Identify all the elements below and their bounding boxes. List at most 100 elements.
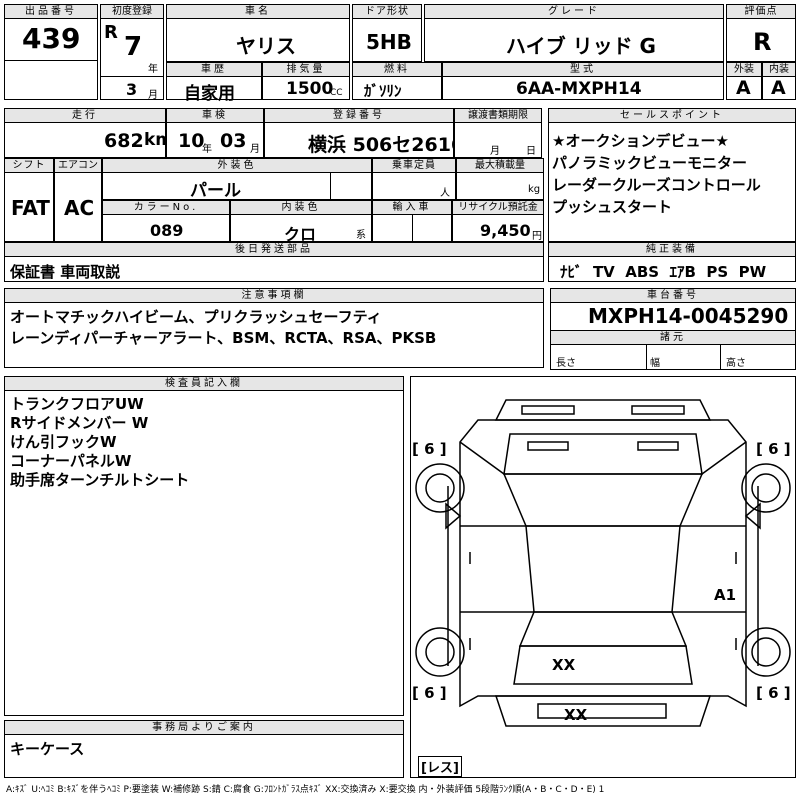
first-reg-era: R [104, 22, 118, 43]
office-label: 事務局よりご案内 [4, 720, 404, 735]
inspector-line-4: コーナーパネルW [10, 452, 132, 470]
max-load-label: 最大積載量 [456, 158, 544, 173]
front-grille-2 [631, 405, 685, 415]
lot-number: 439 [22, 22, 81, 55]
later-parts: 保証書 車両取説 [10, 263, 121, 281]
sales-points-box [548, 108, 796, 242]
recycle-fee: 9,450 [480, 221, 531, 240]
interior-label: 内装 [762, 62, 796, 77]
lot-divider [4, 60, 98, 61]
windshield [502, 473, 704, 527]
first-reg-year-unit: 年 [148, 64, 158, 75]
first-reg-month-unit: 月 [148, 90, 158, 101]
ext-color: パール [190, 181, 241, 201]
first-reg-box [100, 4, 164, 100]
inspector-line-5: 助手席ターンチルトシート [10, 471, 190, 489]
aircon-label: エアコン [54, 158, 102, 173]
inspector-label: 検査員記入欄 [4, 376, 404, 391]
model: 6AA-MXPH14 [516, 79, 642, 99]
grade-label: グレード [424, 4, 724, 19]
inspection-month-unit: 月 [250, 144, 260, 155]
import-divider [412, 215, 413, 242]
first-reg-label: 初度登録 [100, 4, 164, 19]
tire-fr-tread: [ 6 ] [756, 440, 791, 458]
ext-color-divider [330, 173, 331, 200]
displacement-label: 排気量 [262, 62, 350, 77]
sales-point-3: レーダークルーズコントロール [552, 176, 761, 194]
score-label: 評価点 [726, 4, 796, 19]
tire-fl-tread: [ 6 ] [412, 440, 447, 458]
damage-mark-xx-bumper: XX [564, 706, 588, 724]
car-diagram [415, 399, 791, 727]
ext-color-label: 外装色 [102, 158, 372, 173]
mileage-unit: km [144, 130, 174, 150]
exterior-grade: A [736, 77, 751, 99]
notes-line-1: オートマチックハイビーム、プリクラッシュセーフティ [10, 308, 382, 326]
chassis-label: 車台番号 [550, 288, 796, 303]
door-type: 5HB [366, 30, 412, 54]
wheel-rl-inner [425, 637, 455, 667]
spare-tire: [レス] [418, 756, 462, 777]
first-reg-month: 3 [126, 80, 138, 99]
body-outline [459, 419, 747, 708]
inspector-line-2: Rサイドメンバー W [10, 414, 149, 432]
spec-length: 長さ [556, 358, 576, 369]
shift-label: シフト [4, 158, 54, 173]
specs-label: 諸元 [550, 330, 796, 345]
spec-height: 高さ [726, 358, 746, 369]
genuine-equipment: ﾅﾋﾞ TV ABS ｴｱB PS PW [560, 263, 767, 281]
specs-divider-2 [720, 345, 721, 370]
front-bumper [494, 399, 712, 421]
import-label: 輸入車 [372, 200, 452, 215]
max-load-unit: kg [528, 184, 541, 195]
tire-rr-tread: [ 6 ] [756, 684, 791, 702]
diagram-box [410, 376, 796, 778]
color-no-label: カラーNo. [102, 200, 230, 215]
mileage-label: 走行 [4, 108, 166, 123]
hood [503, 433, 703, 475]
hood-vent-l [527, 441, 569, 451]
inspection-month: 03 [220, 130, 247, 152]
score: R [753, 28, 772, 56]
tire-rl-tread: [ 6 ] [412, 684, 447, 702]
wheel-fl-inner [425, 473, 455, 503]
interior-grade: A [771, 77, 786, 99]
car-name-label: 車名 [166, 4, 350, 19]
history-label: 車歴 [166, 62, 262, 77]
inspection-label: 車検 [166, 108, 264, 123]
chassis-number: MXPH14-0045290 [588, 304, 789, 328]
roof [525, 525, 681, 613]
fuel: ｶﾞｿﾘﾝ [364, 82, 402, 100]
wheel-rr [741, 627, 791, 677]
spec-width: 幅 [650, 358, 660, 369]
sales-point-4: プッシュスタート [552, 198, 673, 216]
inspector-line-1: トランクフロアUW [10, 395, 144, 413]
office-note: キーケース [10, 740, 85, 758]
left-fender [459, 441, 505, 475]
first-reg-divider [100, 76, 164, 77]
lot-box [4, 4, 98, 100]
recycle-label: リサイクル預託金 [452, 200, 544, 215]
notes-label: 注意事項欄 [4, 288, 544, 303]
color-no: 089 [150, 221, 184, 240]
first-reg-year: 7 [124, 32, 143, 62]
left-mirror [445, 502, 462, 530]
capacity-label: 乗車定員 [372, 158, 456, 173]
rear-glass [518, 611, 688, 647]
right-fender [701, 441, 747, 475]
hood-vent-r [637, 441, 679, 451]
wheel-rr-inner [751, 637, 781, 667]
transfer-label: 譲渡書類期限 [454, 108, 542, 123]
int-color-unit: 系 [356, 230, 366, 241]
damage-mark-a1: A1 [714, 586, 737, 604]
inspector-box [4, 376, 404, 716]
capacity-unit: 人 [440, 188, 450, 199]
sales-point-1: ★オークションデビュー★ [552, 132, 729, 150]
model-label: 型式 [442, 62, 724, 77]
sales-point-2: パノラミックビューモニター [552, 154, 748, 172]
shift: FAT [11, 196, 50, 220]
int-color: クロ [284, 225, 317, 244]
inspector-line-3: けん引フックW [10, 433, 117, 451]
legend: A:ｷｽﾞ U:ﾍｺﾐ B:ｷｽﾞを伴うﾍｺﾐ P:要塗装 W:補修跡 S:錆 … [6, 785, 605, 795]
transfer-day-unit: 日 [526, 146, 536, 157]
